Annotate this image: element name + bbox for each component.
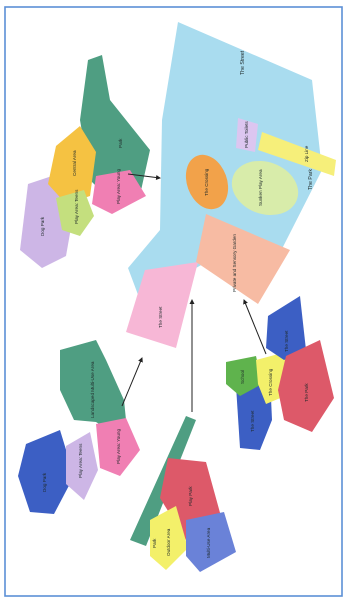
c1-label-play-teens: Play Area: Teens [74, 189, 79, 224]
concept-plan-1: Park Central Area Dog Park Play Area: Te… [20, 55, 150, 268]
sunken-play-area-zone [231, 160, 299, 216]
zip-line-zone [258, 132, 336, 176]
c1-play-young-zone [92, 170, 146, 214]
c4-label-the-street-top: The Street [284, 330, 289, 352]
label-private-sensory-garden: Private and Sensory Garden [232, 234, 237, 292]
c2-landscaped-zone [60, 340, 126, 432]
c4-label-the-crossing: The Crossing [268, 368, 273, 396]
c3-multi-use-area-zone [186, 512, 236, 572]
c4-school-zone [226, 356, 262, 396]
c2-label-landscaped: Landscaped Multi-Use Area [90, 361, 95, 418]
c2-dog-park-zone [18, 430, 74, 514]
concept-plan-3: Park Play Park Outdoor Area Multi-Use Ar… [130, 416, 236, 572]
c1-label-play-young: Play Area: Young [116, 169, 121, 204]
label-the-crossing: The Crossing [204, 168, 209, 196]
c2-label-dog-park: Dog Park [42, 472, 47, 492]
label-the-street-top: The Street [240, 50, 246, 75]
label-zip-line: Zip Line [304, 145, 309, 162]
label-the-street-lower: The Street [158, 306, 163, 328]
master-plan: The Street Public Toilets Zip Line The P… [126, 22, 336, 348]
c1-label-dog-park: Dog Park [40, 216, 45, 236]
arrow-concept4-to-master [243, 299, 267, 355]
arrow-concept2-to-master [121, 357, 143, 407]
c1-park-zone [80, 55, 150, 200]
c2-label-play-teens: Play Area: Teens [78, 443, 83, 478]
c4-label-school: School [240, 370, 245, 384]
label-the-park-right: The Park [308, 169, 314, 190]
c1-play-teens-zone [56, 190, 94, 236]
c3-label-outdoor-area: Outdoor Area [166, 528, 171, 556]
label-public-toilets: Public Toilets [244, 121, 249, 148]
the-street-lower-zone [126, 262, 198, 348]
c1-label-central-area: Central Area [72, 150, 77, 176]
concept-plan-2: Landscaped Multi-Use Area Dog Park Play … [18, 340, 140, 514]
c2-play-teens-zone [66, 432, 98, 500]
arrow-concept1-to-master [127, 173, 161, 180]
public-toilets-zone [236, 118, 258, 152]
c3-label-park: Park [152, 538, 157, 548]
c3-outdoor-area-zone [150, 506, 188, 570]
c2-label-play-young: Play Area: Young [116, 429, 121, 464]
c4-label-the-street-left: The Street [250, 410, 255, 432]
c3-label-multi-use-area: Multi-Use Area [206, 527, 211, 558]
c4-the-park-zone [278, 340, 334, 432]
c4-blue-top-zone [266, 296, 306, 360]
private-sensory-garden-zone [196, 214, 290, 304]
c4-label-the-park: The Park [304, 383, 309, 402]
c1-label-park: Park [118, 138, 123, 148]
street-zone [128, 22, 322, 300]
crossing-zone [185, 154, 229, 210]
c1-central-area-zone [48, 126, 96, 204]
c2-play-young-zone [96, 418, 140, 476]
concept-plan-4: The Street The Crossing School The Stree… [226, 296, 334, 450]
c3-label-play-park: Play Park [188, 486, 193, 506]
c3-park-strip-zone [130, 416, 196, 546]
label-sunken-play-area: Sunken Play Area [258, 169, 263, 206]
